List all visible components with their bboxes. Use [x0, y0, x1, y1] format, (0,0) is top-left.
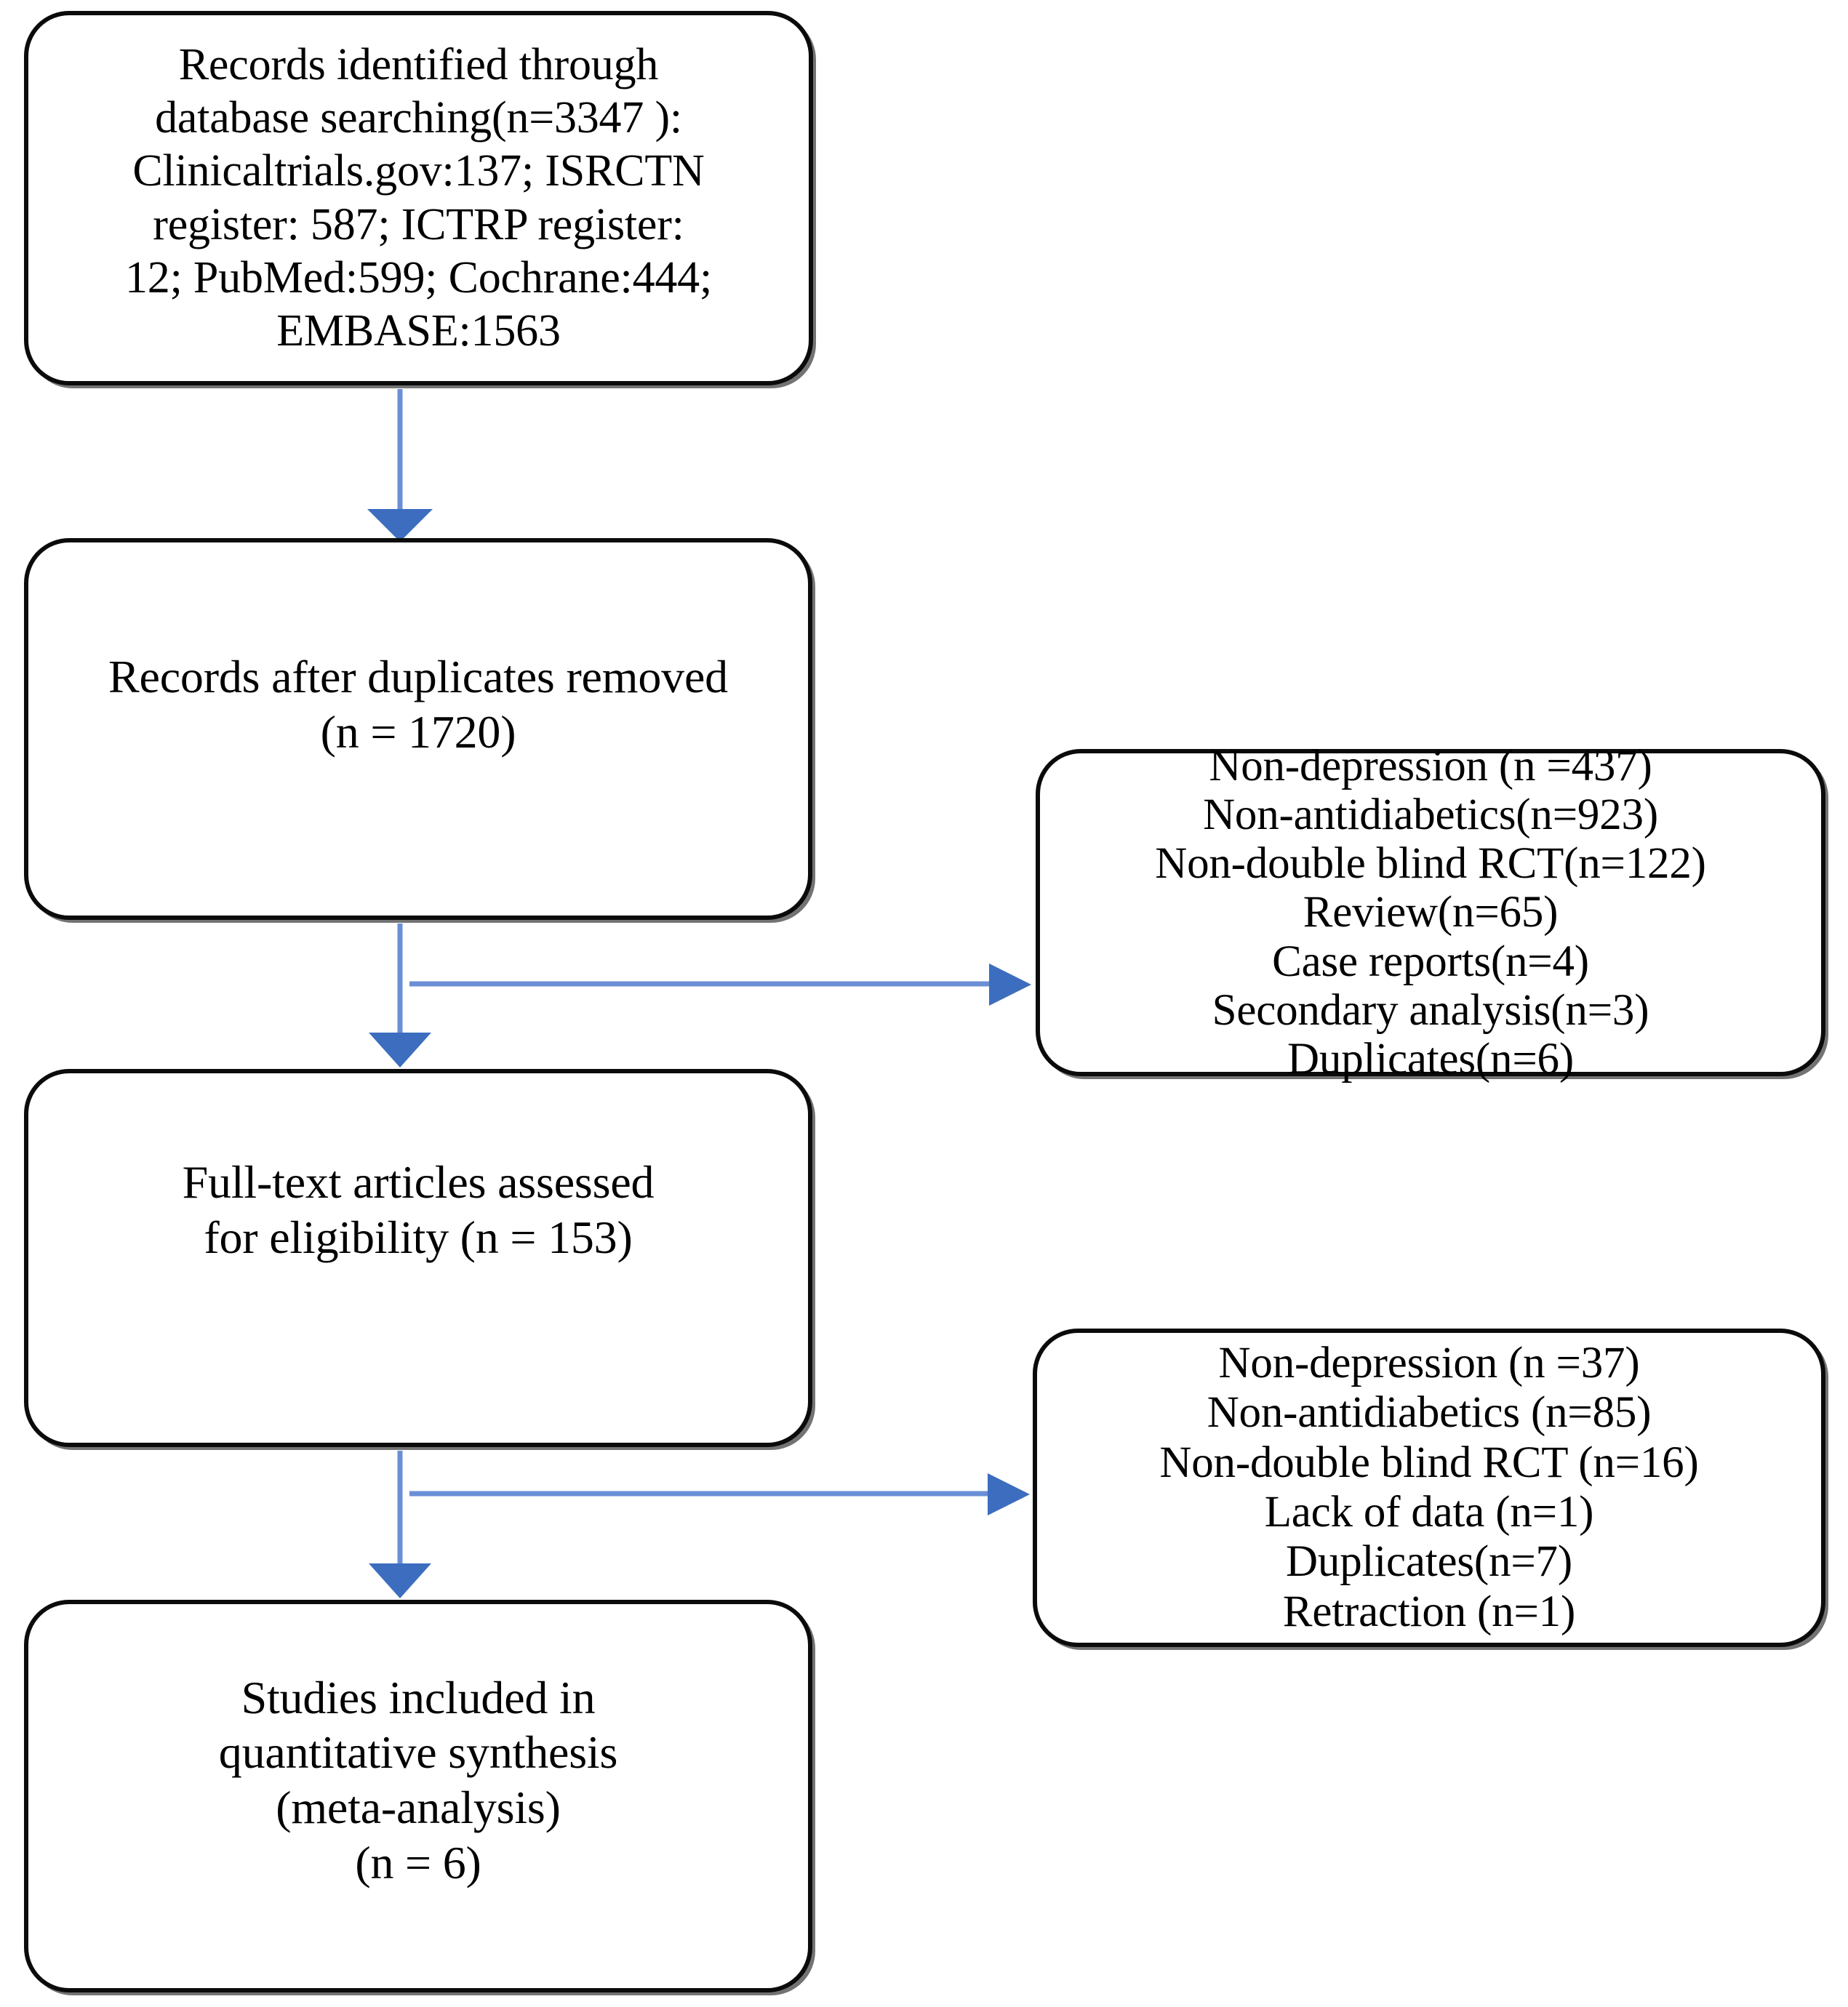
node-fulltext-articles-assessed-text: Full-text articles assessed for eligibil… — [182, 1156, 655, 1263]
arrow-duplicates-to-excluded-screening — [409, 964, 1031, 1006]
arrow-fulltext-to-excluded-eligibility — [409, 1473, 1030, 1515]
node-records-after-duplicates-removed: Records after duplicates removed (n = 17… — [24, 538, 812, 920]
arrow-fulltext-to-included — [369, 1451, 431, 1598]
node-studies-included: Studies included in quantitative synthes… — [24, 1600, 812, 1992]
node-fulltext-articles-assessed: Full-text articles assessed for eligibil… — [24, 1069, 812, 1447]
node-records-excluded-eligibility: Non-depression (n =37) Non-antidiabetics… — [1033, 1329, 1825, 1647]
node-records-excluded-screening-text: Non-depression (n =437) Non-antidiabetic… — [1155, 742, 1706, 1083]
arrow-identification-to-duplicates — [367, 389, 433, 542]
node-records-identified: Records identified through database sear… — [24, 11, 813, 385]
node-records-excluded-eligibility-text: Non-depression (n =37) Non-antidiabetics… — [1159, 1339, 1699, 1636]
node-studies-included-text: Studies included in quantitative synthes… — [218, 1671, 618, 1888]
node-records-excluded-screening: Non-depression (n =437) Non-antidiabetic… — [1036, 742, 1825, 1083]
node-records-identified-text: Records identified through database sear… — [124, 40, 712, 356]
arrow-duplicates-to-fulltext — [369, 924, 431, 1067]
node-records-after-duplicates-removed-text: Records after duplicates removed (n = 17… — [108, 650, 728, 758]
